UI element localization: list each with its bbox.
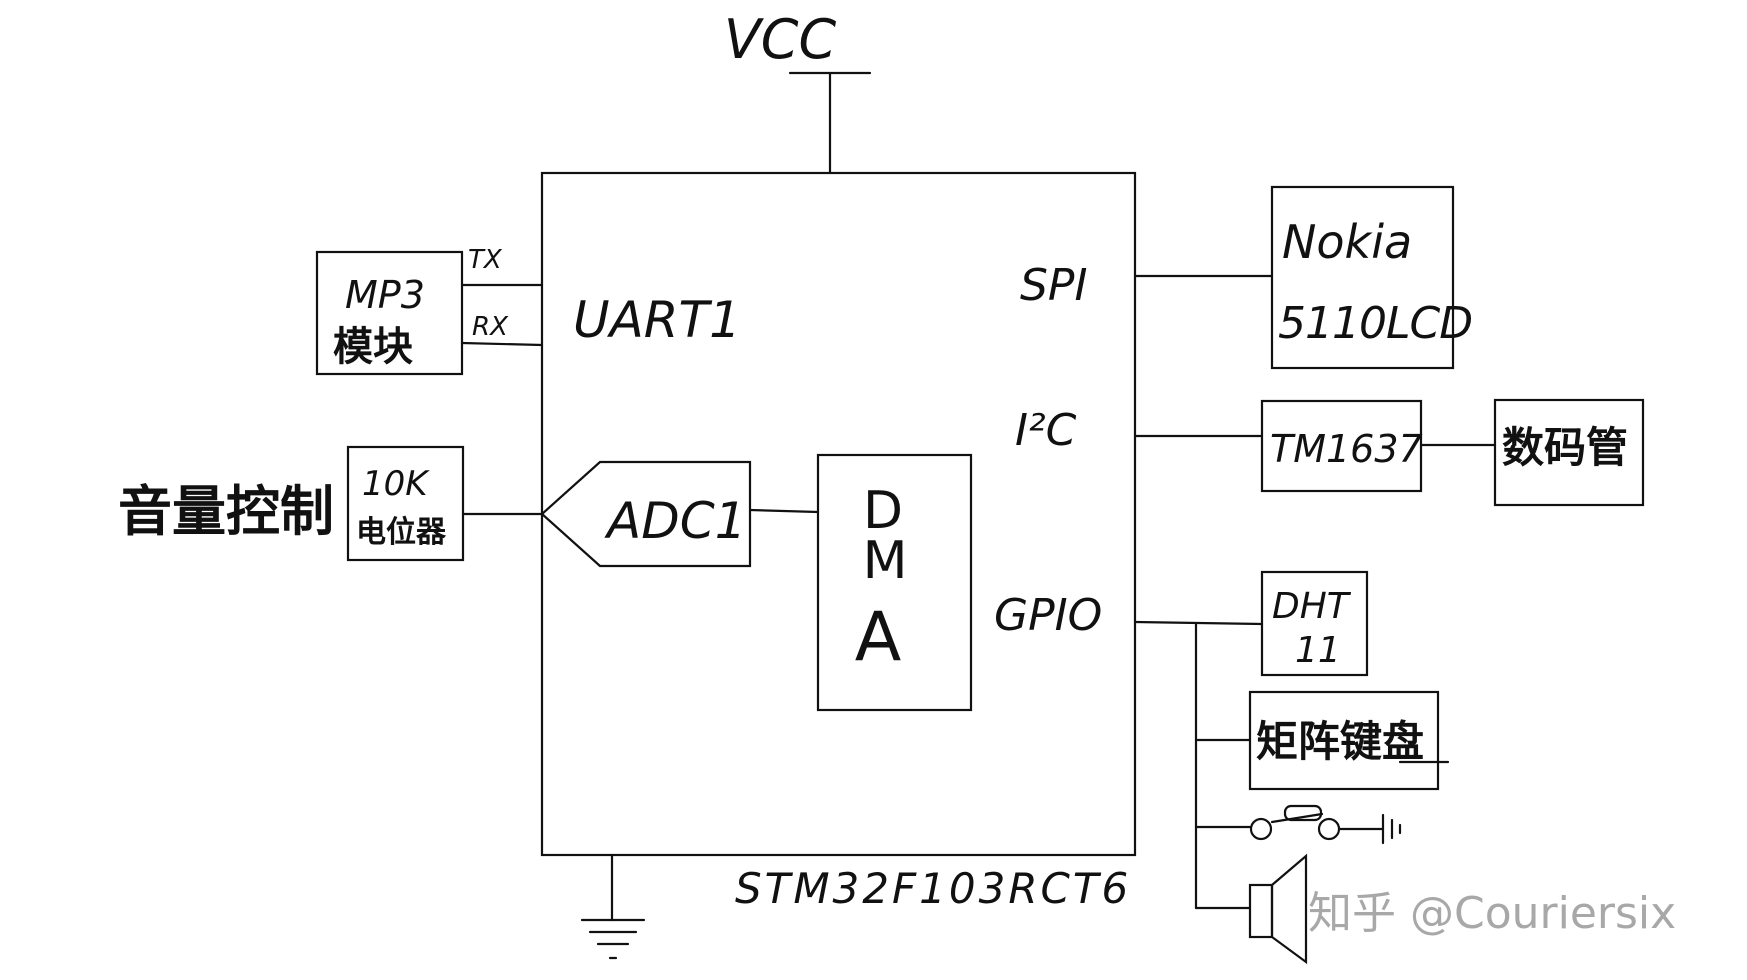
dht11-outline: [1260, 570, 1369, 677]
dht11-sensor: DHT 11: [1260, 570, 1369, 677]
watermark: 知乎 @Couriersix: [1308, 888, 1676, 939]
adc1-block: ADC1: [540, 460, 820, 568]
matrix-keypad: 矩阵键盘: [1248, 690, 1450, 791]
ground-symbol: [580, 853, 646, 960]
mp3-line1: MP3: [345, 273, 425, 317]
seven-seg-outline: [1493, 398, 1645, 507]
tx-label: TX: [468, 245, 503, 275]
button-lever: [1270, 812, 1324, 824]
gpio-wire: [1133, 620, 1264, 626]
button-contact-left: [1249, 817, 1273, 841]
adc-dma-wire: [748, 508, 820, 514]
dma-letter-a: A: [855, 598, 902, 677]
dma-letter-m: M: [863, 531, 908, 591]
spi-label: SPI: [1020, 260, 1087, 311]
lcd-line2: 5110LCD: [1278, 298, 1472, 349]
volume-label: 音量控制: [118, 480, 334, 543]
vcc-supply: VCC: [724, 8, 872, 175]
seven-seg-label: 数码管: [1502, 423, 1628, 472]
dht11-line1: DHT: [1272, 586, 1352, 627]
mcu-block: UART1 SPI I²C GPIO STM32F103RCT6: [540, 171, 1137, 913]
dma-block: D M A: [816, 453, 973, 712]
gpio-bus: [1133, 620, 1264, 910]
potentiometer-block: 音量控制 10K 电位器: [118, 445, 544, 562]
dma-letter-d: D: [863, 481, 903, 541]
speaker-cone: [1270, 853, 1308, 965]
mp3-line2: 模块: [333, 324, 413, 370]
gpio-label: GPIO: [994, 590, 1102, 641]
speaker-magnet: [1248, 883, 1274, 939]
vcc-label: VCC: [724, 8, 837, 71]
nokia-lcd: Nokia 5110LCD: [1133, 185, 1473, 370]
adc1-label: ADC1: [604, 492, 746, 550]
tm1637-block: TM1637: [1133, 399, 1497, 493]
keypad-label: 矩阵键盘: [1256, 717, 1424, 766]
potentiometer-line2: 电位器: [356, 515, 447, 550]
uart1-label: UART1: [573, 291, 741, 349]
push-button: [1249, 804, 1402, 845]
keypad-outline: [1248, 690, 1440, 791]
lcd-outline: [1270, 185, 1455, 370]
mcu-part-number: STM32F103RCT6: [735, 864, 1131, 913]
button-actuator: [1283, 804, 1323, 822]
mp3-outline: [315, 250, 464, 376]
dht11-line2: 11: [1295, 630, 1341, 671]
button-contact-right: [1317, 817, 1341, 841]
i2c-label: I²C: [1015, 405, 1077, 456]
tm1637-label: TM1637: [1270, 427, 1423, 471]
potentiometer-outline: [346, 445, 465, 562]
seven-segment-display: 数码管: [1493, 398, 1645, 507]
mp3-module: MP3 模块 TX RX: [315, 245, 544, 376]
dma-outline: [816, 453, 973, 712]
rx-wire: [460, 341, 544, 347]
rx-label: RX: [472, 312, 509, 342]
potentiometer-line1: 10K: [362, 464, 430, 504]
speaker-icon: [1248, 853, 1308, 965]
lcd-line1: Nokia: [1282, 215, 1412, 269]
adc1-outline: [540, 460, 752, 568]
